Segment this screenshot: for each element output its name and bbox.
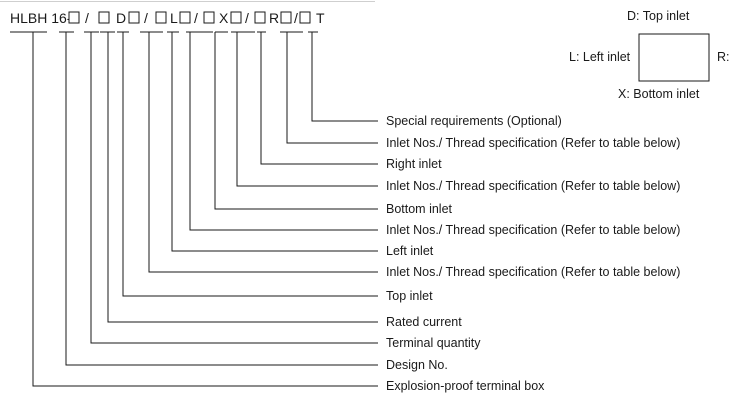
leader-design-no [65, 32, 378, 366]
leader-bottom-spec [236, 32, 378, 187]
leader-top-inlet [122, 32, 378, 297]
label-right-spec: Inlet Nos./ Thread specification (Refer … [386, 136, 680, 150]
placeholder-box-6 [203, 11, 215, 24]
label-bottom-spec: Inlet Nos./ Thread specification (Refer … [386, 179, 680, 193]
placeholder-box-7 [230, 11, 242, 24]
label-design-no: Design No. [386, 358, 448, 372]
label-right-inlet: Right inlet [386, 157, 442, 171]
label-left-spec: Inlet Nos./ Thread specification (Refer … [386, 223, 680, 237]
code-letter-l: L [170, 10, 178, 26]
placeholder-box-9 [280, 11, 292, 24]
leader-left-spec [189, 32, 378, 231]
placeholder-box-4 [155, 11, 167, 24]
placeholder-box-1 [68, 11, 80, 24]
inlet-right-label: R: [717, 50, 730, 64]
label-left-inlet: Left inlet [386, 244, 434, 258]
placeholder-box-5 [179, 11, 191, 24]
code-letter-t: T [316, 10, 325, 26]
code-slash-5: / [294, 10, 298, 26]
label-column: Special requirements (Optional) Inlet No… [386, 114, 680, 393]
code-letter-x: X [219, 10, 229, 26]
leader-right-spec [286, 32, 378, 144]
inlet-orientation-diagram: D: Top inlet L: Left inlet R: X: Bottom … [569, 9, 730, 101]
code-slash-1: / [85, 10, 89, 26]
model-code-prefix: HLBH 16- [10, 10, 72, 26]
code-slash-4: / [245, 10, 249, 26]
placeholder-box-10 [299, 11, 311, 24]
leader-special-requirements [311, 32, 378, 122]
label-bottom-inlet: Bottom inlet [386, 202, 453, 216]
inlet-left-label: L: Left inlet [569, 50, 631, 64]
leader-lines [32, 32, 378, 387]
code-letter-d: D [116, 10, 126, 26]
inlet-bottom-label: X: Bottom inlet [618, 87, 700, 101]
label-top-inlet: Top inlet [386, 289, 433, 303]
leader-bottom-inlet [214, 32, 378, 210]
leader-left-inlet [171, 32, 378, 252]
label-terminal-quantity: Terminal quantity [386, 336, 481, 350]
leader-top-spec [148, 32, 378, 273]
leader-terminal-box [32, 32, 378, 387]
leader-right-inlet [260, 32, 378, 165]
code-slash-2: / [144, 10, 148, 26]
code-letter-r: R [269, 10, 279, 26]
placeholder-box-8 [254, 11, 266, 24]
leader-terminal-quantity [90, 32, 378, 344]
leader-rated-current [107, 32, 378, 323]
placeholder-box-3 [128, 11, 140, 24]
placeholder-box-2 [98, 11, 110, 24]
label-top-spec: Inlet Nos./ Thread specification (Refer … [386, 265, 680, 279]
label-rated-current: Rated current [386, 315, 462, 329]
code-slash-3: / [194, 10, 198, 26]
label-special-requirements: Special requirements (Optional) [386, 114, 562, 128]
terminal-box-outline [638, 33, 710, 82]
inlet-top-label: D: Top inlet [627, 9, 690, 23]
label-terminal-box: Explosion-proof terminal box [386, 379, 545, 393]
